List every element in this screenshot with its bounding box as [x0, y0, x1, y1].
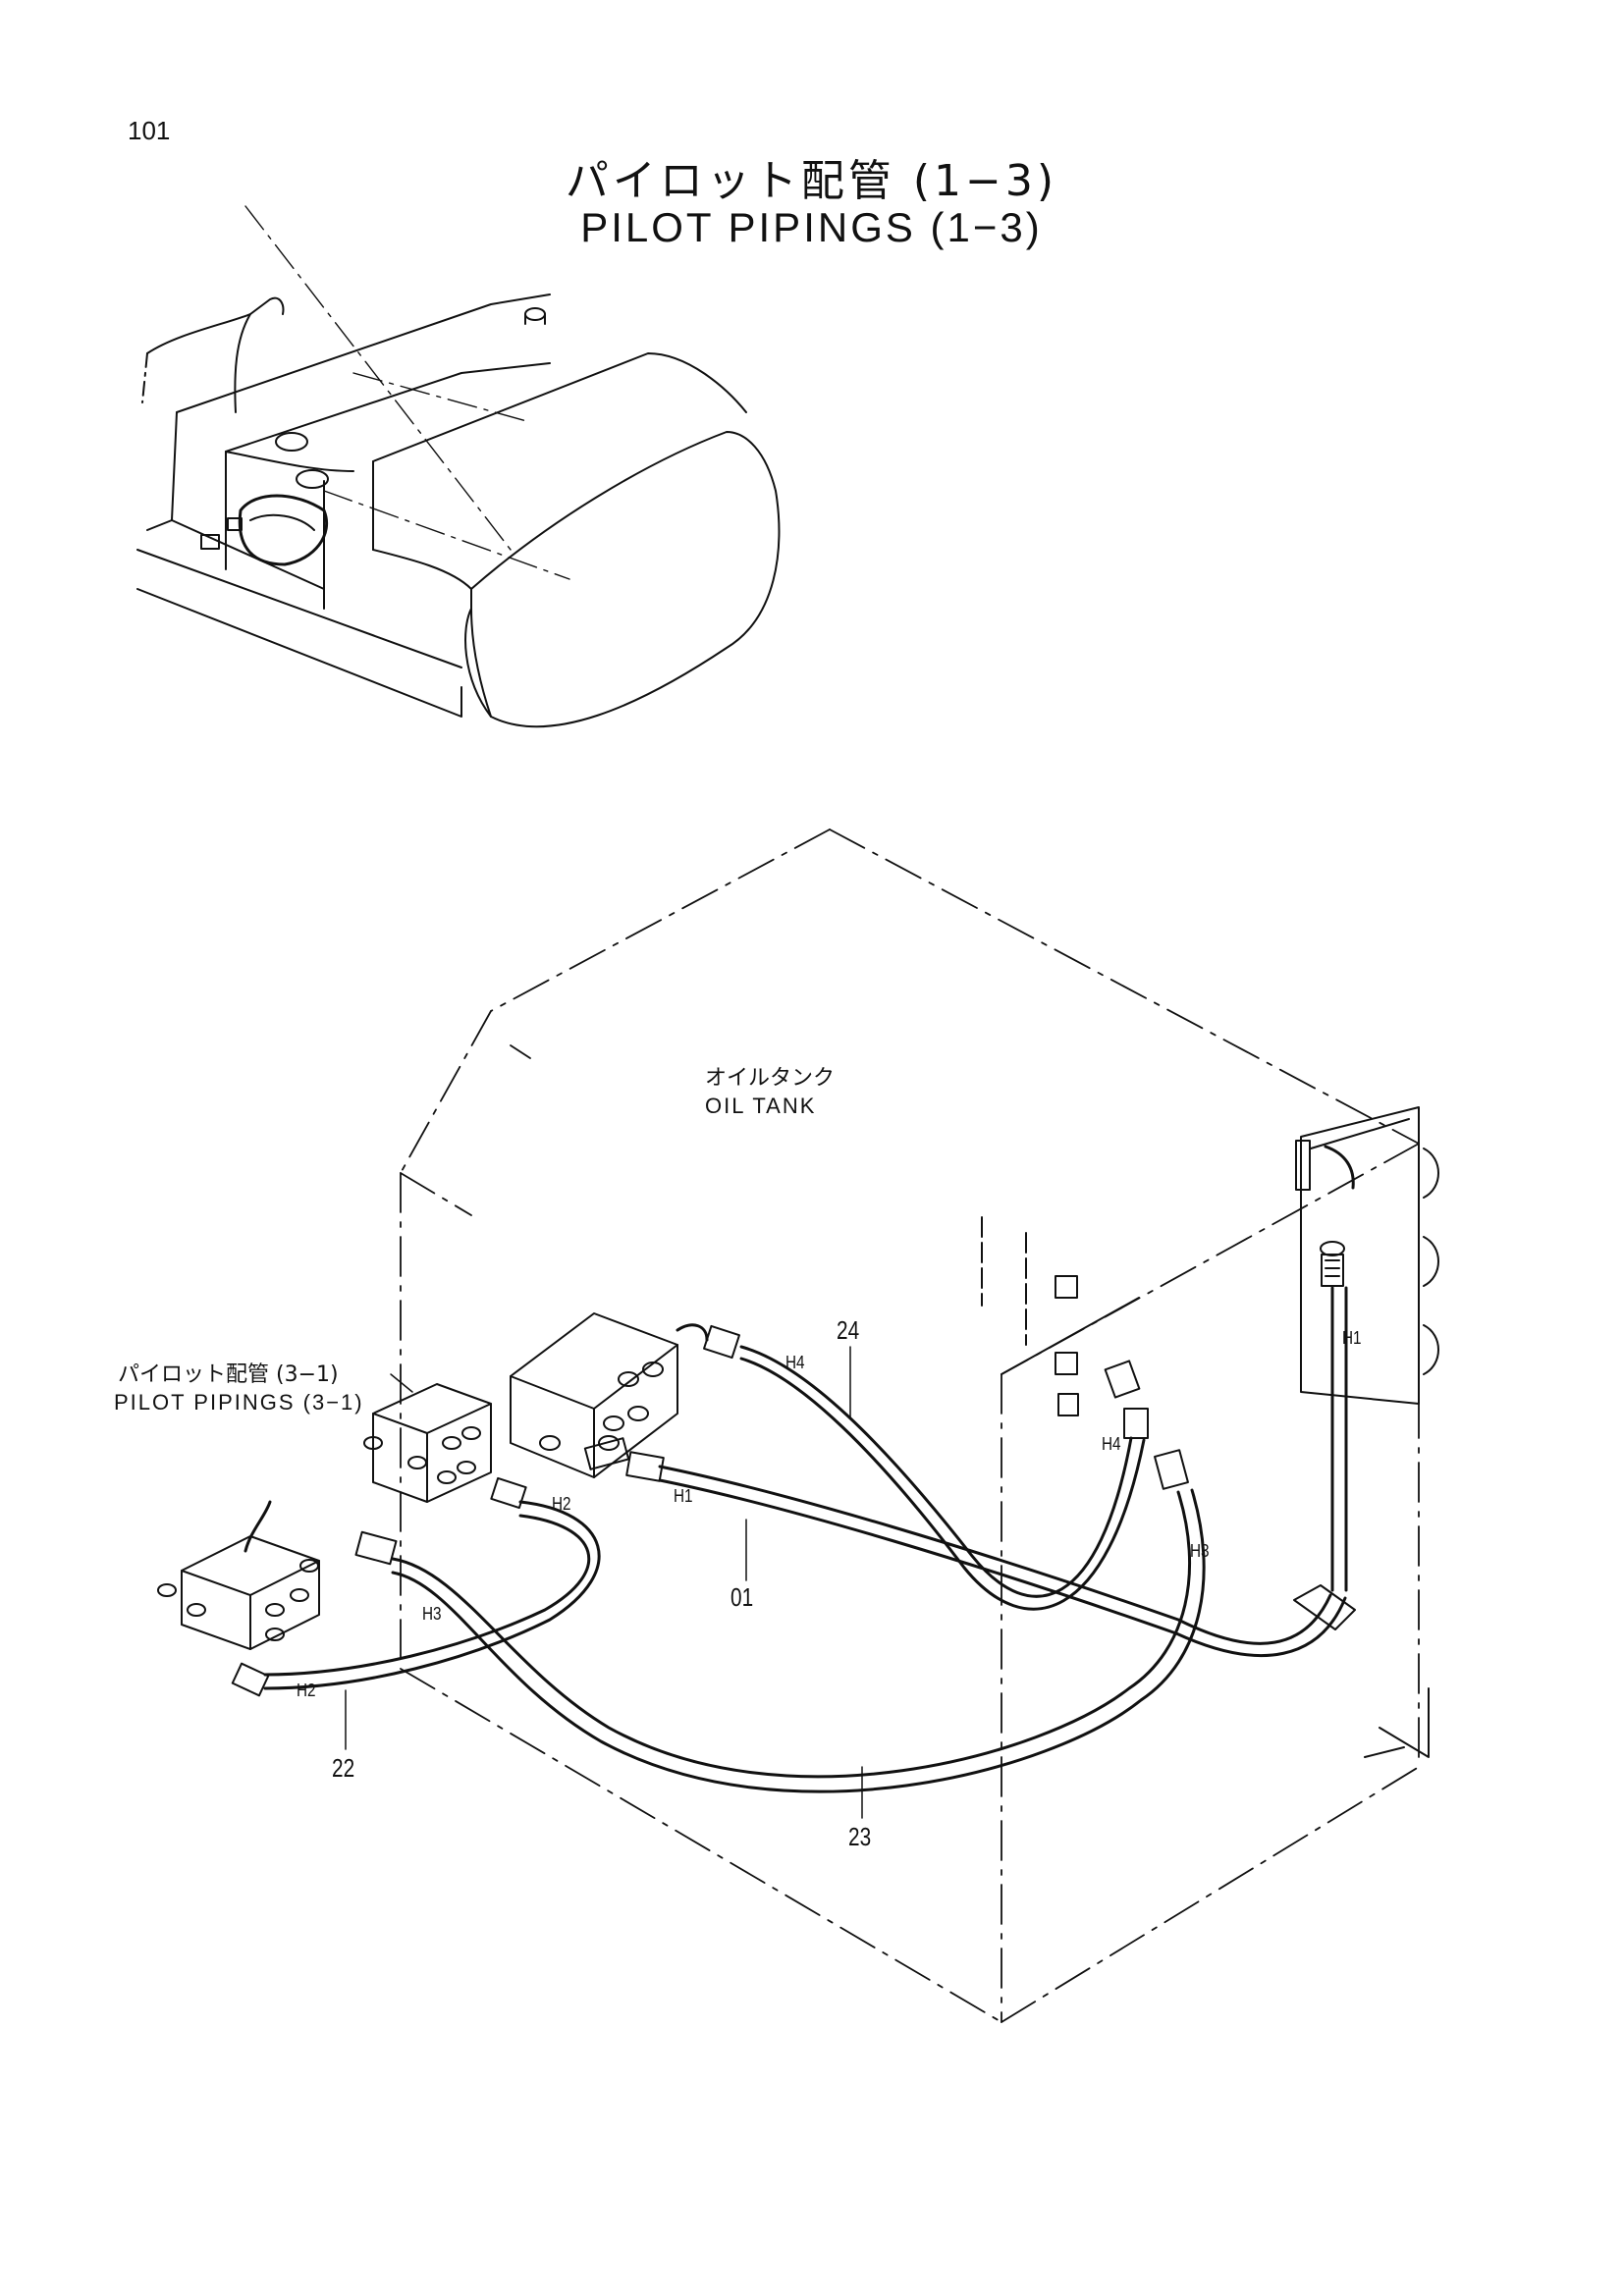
oil-tank-label-english: OIL TANK	[705, 1094, 817, 1118]
hose-23	[393, 1490, 1204, 1791]
page-number: 101	[128, 116, 171, 145]
hose-fittings	[233, 1276, 1188, 1695]
part-number-01: 01	[730, 1582, 754, 1612]
hose-end-h3-left: H3	[422, 1604, 442, 1624]
oil-tank-outline	[401, 829, 1419, 2022]
oil-tank-right-frame	[982, 1217, 1429, 1757]
hose-end-h1-lower: H1	[674, 1486, 693, 1506]
part-number-24: 24	[837, 1315, 860, 1345]
hose-24	[741, 1347, 1144, 1609]
reference-label-english: PILOT PIPINGS (3−1)	[114, 1390, 364, 1415]
page-title-english: PILOT PIPINGS (1−3)	[580, 204, 1043, 250]
part-number-22: 22	[332, 1753, 355, 1783]
pilot-valve-block	[511, 1313, 707, 1477]
machine-overview-drawing	[137, 206, 779, 726]
hose-end-h4-upper: H4	[785, 1353, 805, 1372]
page-title-japanese: パイロット配管 (1−3)	[565, 156, 1058, 206]
hose-01	[660, 1467, 1345, 1656]
hose-22	[265, 1502, 599, 1688]
leader-lines	[346, 1347, 862, 1818]
part-number-23: 23	[848, 1822, 872, 1851]
reference-label-japanese: パイロット配管 (3−1)	[118, 1362, 339, 1387]
oil-tank-label-japanese: オイルタンク	[705, 1066, 836, 1091]
lower-left-valve	[364, 1384, 491, 1502]
hose-end-h4-right: H4	[1102, 1434, 1121, 1454]
right-bracket-assembly	[1294, 1107, 1438, 1629]
bottom-left-valve	[158, 1502, 319, 1649]
